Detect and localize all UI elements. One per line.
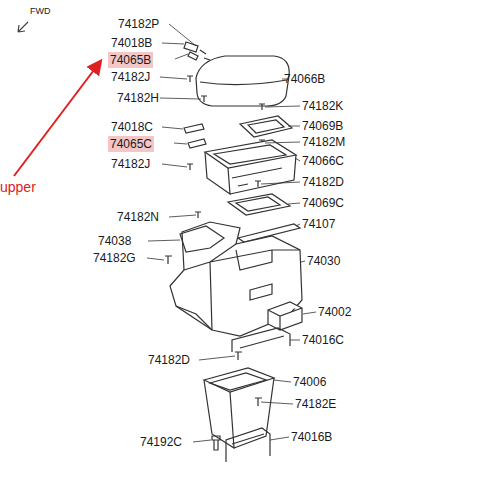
callout-number: 74016B (291, 430, 332, 444)
callout-number: 74182D (302, 175, 344, 189)
note: upper (0, 180, 36, 194)
callout-number: 74066C (302, 154, 344, 168)
direction-mark: FWD (30, 4, 51, 18)
callout-number: 74182H (117, 91, 159, 105)
callout-number: 74182J (111, 70, 150, 84)
callout-number: 74069B (302, 119, 343, 133)
callout-number: 74182P (118, 17, 159, 31)
callout-number: 74107 (302, 217, 335, 231)
callout-number: 74016C (302, 333, 344, 347)
callout-number: 74182J (111, 157, 150, 171)
callout-number: 74069C (302, 196, 344, 210)
callout-number: 74192C (140, 435, 182, 449)
callout-number: 74182D (148, 353, 190, 367)
callout-number: 74018C (111, 120, 153, 134)
callout-number: 74182M (302, 135, 345, 149)
highlight-band: 74065C (108, 136, 154, 152)
callout-number: 74030 (307, 254, 340, 268)
callout-number: 74182K (302, 99, 343, 113)
callout-number: 74065C (110, 137, 152, 151)
highlight-band: 74065B (108, 52, 153, 68)
callout-number: 74038 (98, 234, 131, 248)
callout-number: 74066B (284, 72, 325, 86)
callout-number: 74182E (295, 397, 336, 411)
callout-number: 74182N (117, 210, 159, 224)
callout-number: 74182G (93, 251, 136, 265)
callout-number: 74065B (110, 53, 151, 67)
callout-number: 74002 (318, 305, 351, 319)
callout-number: 74006 (293, 375, 326, 389)
callout-number: 74018B (111, 36, 152, 50)
